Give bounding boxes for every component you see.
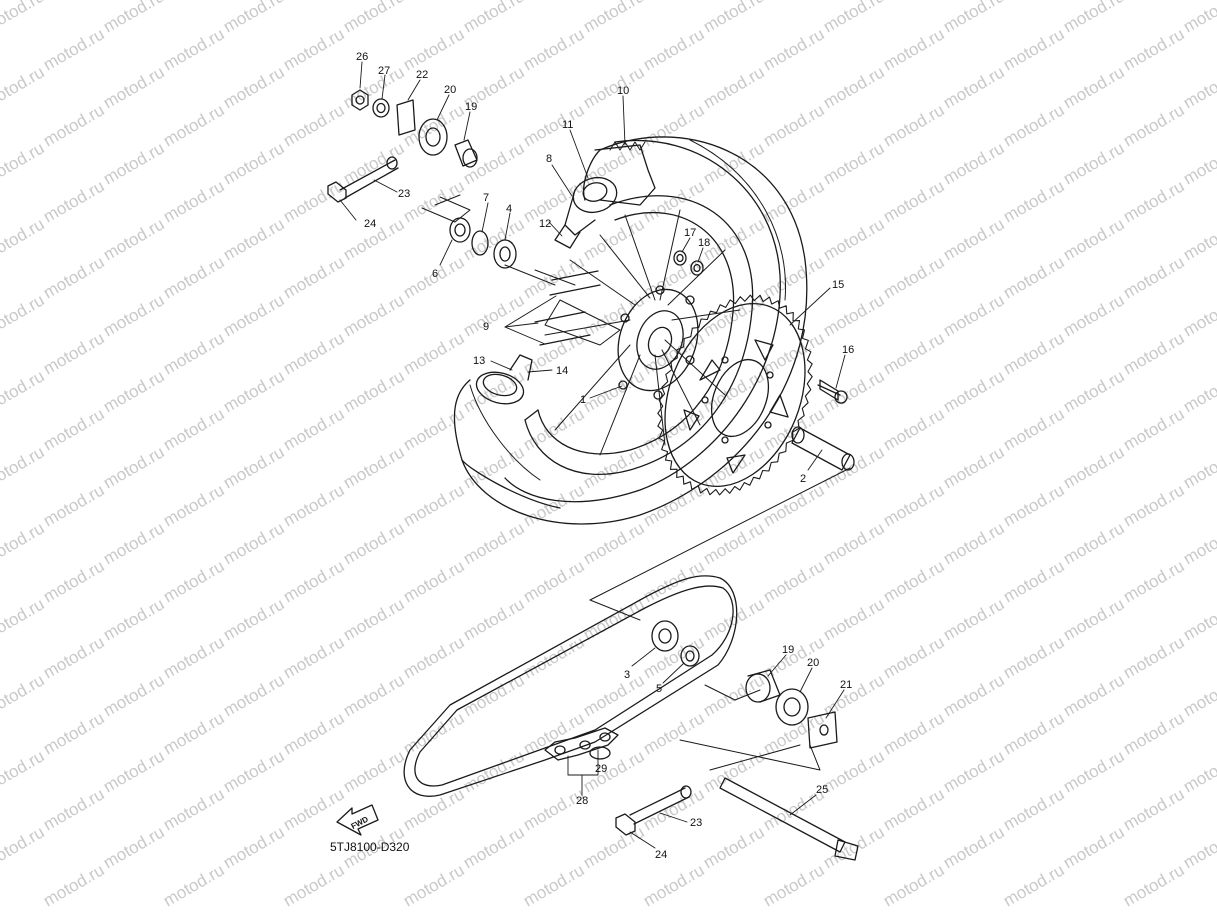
rear-sprocket [657, 294, 813, 496]
callout-19a: 19 [465, 101, 477, 113]
chain-guide-13-14 [475, 354, 533, 405]
callout-20a: 20 [444, 84, 456, 96]
callout-16: 16 [842, 344, 854, 356]
callout-26: 26 [356, 51, 368, 63]
callout-20b: 20 [807, 657, 819, 669]
drive-chain [403, 575, 738, 797]
callout-15: 15 [832, 279, 844, 291]
callout-27: 27 [378, 65, 390, 77]
callout-1: 1 [580, 394, 586, 406]
leader-lines [339, 61, 846, 849]
fwd-arrow-icon [336, 804, 379, 836]
callout-18: 18 [698, 237, 710, 249]
callout-25: 25 [816, 784, 828, 796]
callout-19b: 19 [782, 644, 794, 656]
callout-28: 28 [576, 795, 588, 807]
rear-brake-caliper [554, 141, 656, 249]
callout-21: 21 [840, 679, 852, 691]
callout-2: 2 [800, 473, 806, 485]
bottom-bearings [651, 620, 700, 667]
hub-bearings [327, 89, 517, 269]
callout-17: 17 [684, 227, 696, 239]
callout-29: 29 [595, 763, 607, 775]
callout-24a: 24 [364, 218, 376, 230]
callout-8: 8 [546, 153, 552, 165]
callout-23b: 23 [690, 817, 702, 829]
bolts-9 [534, 270, 601, 346]
bottom-collars [745, 669, 838, 749]
callout-13: 13 [473, 355, 485, 367]
callout-6: 6 [432, 268, 438, 280]
bolt-16 [817, 379, 848, 404]
diagram-code: 5TJ8100-D320 [330, 840, 410, 854]
callout-9: 9 [483, 321, 489, 333]
callout-23a: 23 [398, 188, 410, 200]
spacer-2 [791, 426, 855, 471]
spokes [544, 209, 741, 456]
callout-5: 5 [656, 683, 662, 695]
bottom-adjust-bolt [615, 785, 692, 836]
callout-22: 22 [416, 69, 428, 81]
nut-and-washer-17-18 [673, 250, 704, 276]
callout-24b: 24 [655, 849, 667, 861]
callout-7: 7 [483, 192, 489, 204]
rear-axle [719, 777, 859, 861]
callout-3: 3 [624, 669, 630, 681]
assembly-lines [421, 194, 851, 771]
chain-joint [544, 727, 619, 761]
rear-tire [453, 136, 808, 525]
callout-14: 14 [556, 365, 568, 377]
wheel-hub [544, 285, 699, 400]
callout-11: 11 [562, 119, 573, 131]
callout-10: 10 [617, 85, 629, 97]
callout-12: 12 [539, 218, 551, 230]
callout-4: 4 [506, 203, 512, 215]
